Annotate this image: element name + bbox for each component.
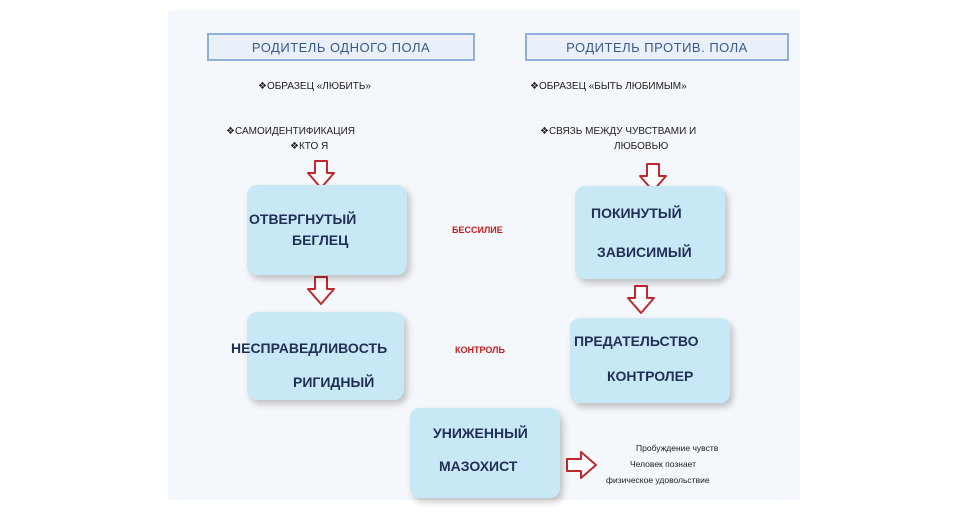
box-betrayal-controller: ПРЕДАТЕЛЬСТВО КОНТРОЛЕР bbox=[570, 318, 730, 403]
left-point-3: ❖КТО Я bbox=[290, 141, 329, 152]
note-line-3: физическое удовольствие bbox=[606, 475, 710, 485]
box-abandoned-line-1: ПОКИНУТЫЙ bbox=[591, 205, 682, 221]
right-point-1: ❖ОБРАЗЕЦ «БЫТЬ ЛЮБИМЫМ» bbox=[530, 81, 687, 92]
header-opposite-sex-parent: РОДИТЕЛЬ ПРОТИВ. ПОЛА bbox=[525, 33, 789, 61]
box-humiliated-line-1: УНИЖЕННЫЙ bbox=[433, 425, 528, 441]
box-injustice-rigid: НЕСПРАВЕДЛИВОСТЬ РИГИДНЫЙ bbox=[231, 312, 404, 400]
note-line-2: Человек познает bbox=[630, 459, 697, 469]
box-abandoned-line-2: ЗАВИСИМЫЙ bbox=[597, 244, 692, 260]
box-rejected-line-2: БЕГЛЕЦ bbox=[292, 232, 349, 248]
box-humiliated-masochist: УНИЖЕННЫЙ МАЗОХИСТ bbox=[410, 408, 560, 498]
header-opposite-sex-parent-label: РОДИТЕЛЬ ПРОТИВ. ПОЛА bbox=[566, 39, 748, 55]
box-betrayal-line-1: ПРЕДАТЕЛЬСТВО bbox=[574, 333, 699, 349]
right-point-3: ЛЮБОВЬЮ bbox=[614, 141, 669, 152]
arrow-down-icon bbox=[627, 285, 655, 314]
arrow-down-icon bbox=[307, 160, 335, 189]
box-rejected-line-1: ОТВЕРГНУТЫЙ bbox=[249, 211, 357, 227]
arrow-down-icon bbox=[307, 276, 335, 305]
box-betrayal-line-2: КОНТРОЛЕР bbox=[607, 368, 694, 384]
box-injustice-line-1: НЕСПРАВЕДЛИВОСТЬ bbox=[231, 340, 388, 356]
arrow-right-icon bbox=[566, 451, 597, 479]
label-powerlessness: БЕССИЛИЕ bbox=[452, 225, 503, 235]
label-control: КОНТРОЛЬ bbox=[455, 345, 505, 355]
box-injustice-line-2: РИГИДНЫЙ bbox=[293, 374, 375, 390]
left-point-2: ❖САМОИДЕНТИФИКАЦИЯ bbox=[226, 126, 355, 137]
box-rejected-runaway: ОТВЕРГНУТЫЙ БЕГЛЕЦ bbox=[247, 185, 407, 275]
note-line-1: Пробуждение чувств bbox=[636, 443, 719, 453]
box-humiliated-line-2: МАЗОХИСТ bbox=[439, 458, 518, 474]
box-abandoned-dependent: ПОКИНУТЫЙ ЗАВИСИМЫЙ bbox=[575, 186, 725, 279]
right-point-2: ❖СВЯЗЬ МЕЖДУ ЧУВСТВАМИ И bbox=[540, 126, 697, 137]
left-point-1: ❖ОБРАЗЕЦ «ЛЮБИТЬ» bbox=[258, 81, 371, 92]
arrow-down-icon bbox=[639, 163, 667, 192]
header-same-sex-parent-label: РОДИТЕЛЬ ОДНОГО ПОЛА bbox=[251, 39, 431, 55]
header-same-sex-parent: РОДИТЕЛЬ ОДНОГО ПОЛА bbox=[207, 33, 475, 61]
